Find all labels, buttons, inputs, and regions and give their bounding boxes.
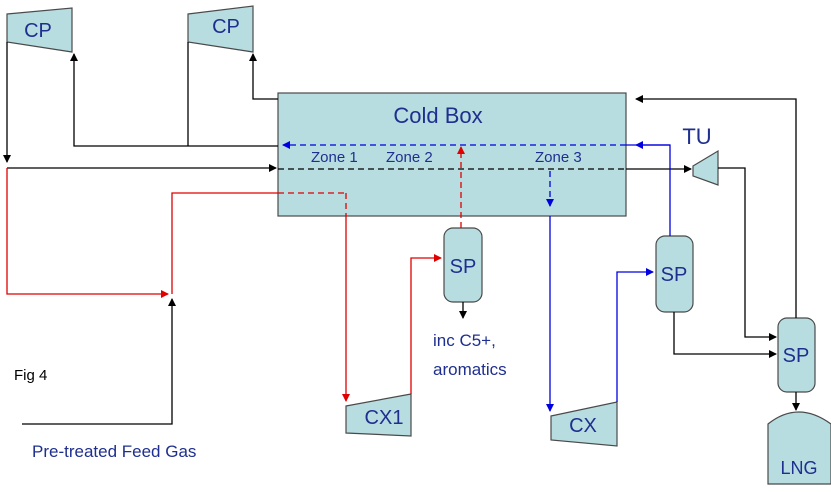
stream-lng-sp-vapour-return [635, 95, 797, 318]
heavies-label-line-2: aromatics [433, 360, 507, 379]
stream-blue-return-into-box [626, 144, 671, 236]
feed-gas-label: Pre-treated Feed Gas [32, 442, 196, 461]
sp-lng-label: SP [783, 345, 810, 367]
sp-center-label: SP [450, 256, 477, 278]
figure-label: Fig 4 [14, 367, 47, 384]
stream-cx-to-sp-right [616, 268, 654, 402]
sp-right-label: SP [661, 264, 688, 286]
stream-sp-right-liquid [673, 312, 777, 358]
zone-3-label: Zone 3 [535, 149, 582, 166]
cold-box-title: Cold Box [393, 103, 482, 128]
cx-label: CX [569, 415, 597, 437]
tu-turbine [692, 149, 719, 186]
stream-red-feed-split [6, 168, 169, 298]
stream-turbine-outlet [718, 167, 777, 341]
stream-red-to-cold-box [171, 192, 278, 294]
stream-cx1-to-sp [410, 254, 442, 394]
heavies-label-line-1: inc C5+, [433, 331, 496, 350]
lng-label: LNG [780, 458, 817, 478]
stream-pre-treated-feed [22, 298, 176, 425]
lng-storage-tank [767, 411, 831, 485]
cp-left-label: CP [24, 20, 52, 42]
zone-2-label: Zone 2 [386, 149, 433, 166]
stream-cold-box-to-cp-right [249, 53, 278, 100]
cp-compressor-right [187, 5, 254, 53]
cold-box [277, 92, 627, 217]
stream-cold-box-to-cp-left [70, 53, 278, 147]
cx1-expander [345, 393, 412, 437]
tu-label: TU [682, 124, 711, 149]
zone-1-label: Zone 1 [311, 149, 358, 166]
cx-expander [550, 401, 618, 447]
cp-compressor-left [6, 7, 73, 53]
cp-right-label: CP [212, 16, 240, 38]
cx1-label: CX1 [365, 407, 404, 429]
